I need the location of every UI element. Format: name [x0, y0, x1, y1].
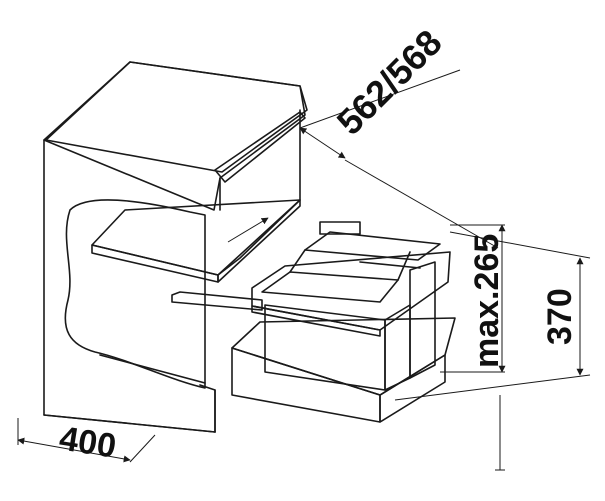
drawer-frame [171, 221, 456, 423]
dimension-lines [17, 69, 591, 471]
dim-label-562-568: 562/568 [329, 22, 450, 143]
dim-label-max-265: max.265 [468, 234, 506, 368]
dim-label-400: 400 [57, 419, 119, 465]
dim-label-370: 370 [541, 288, 579, 345]
cabinet [43, 61, 308, 433]
pull-out-shelf [91, 199, 301, 283]
